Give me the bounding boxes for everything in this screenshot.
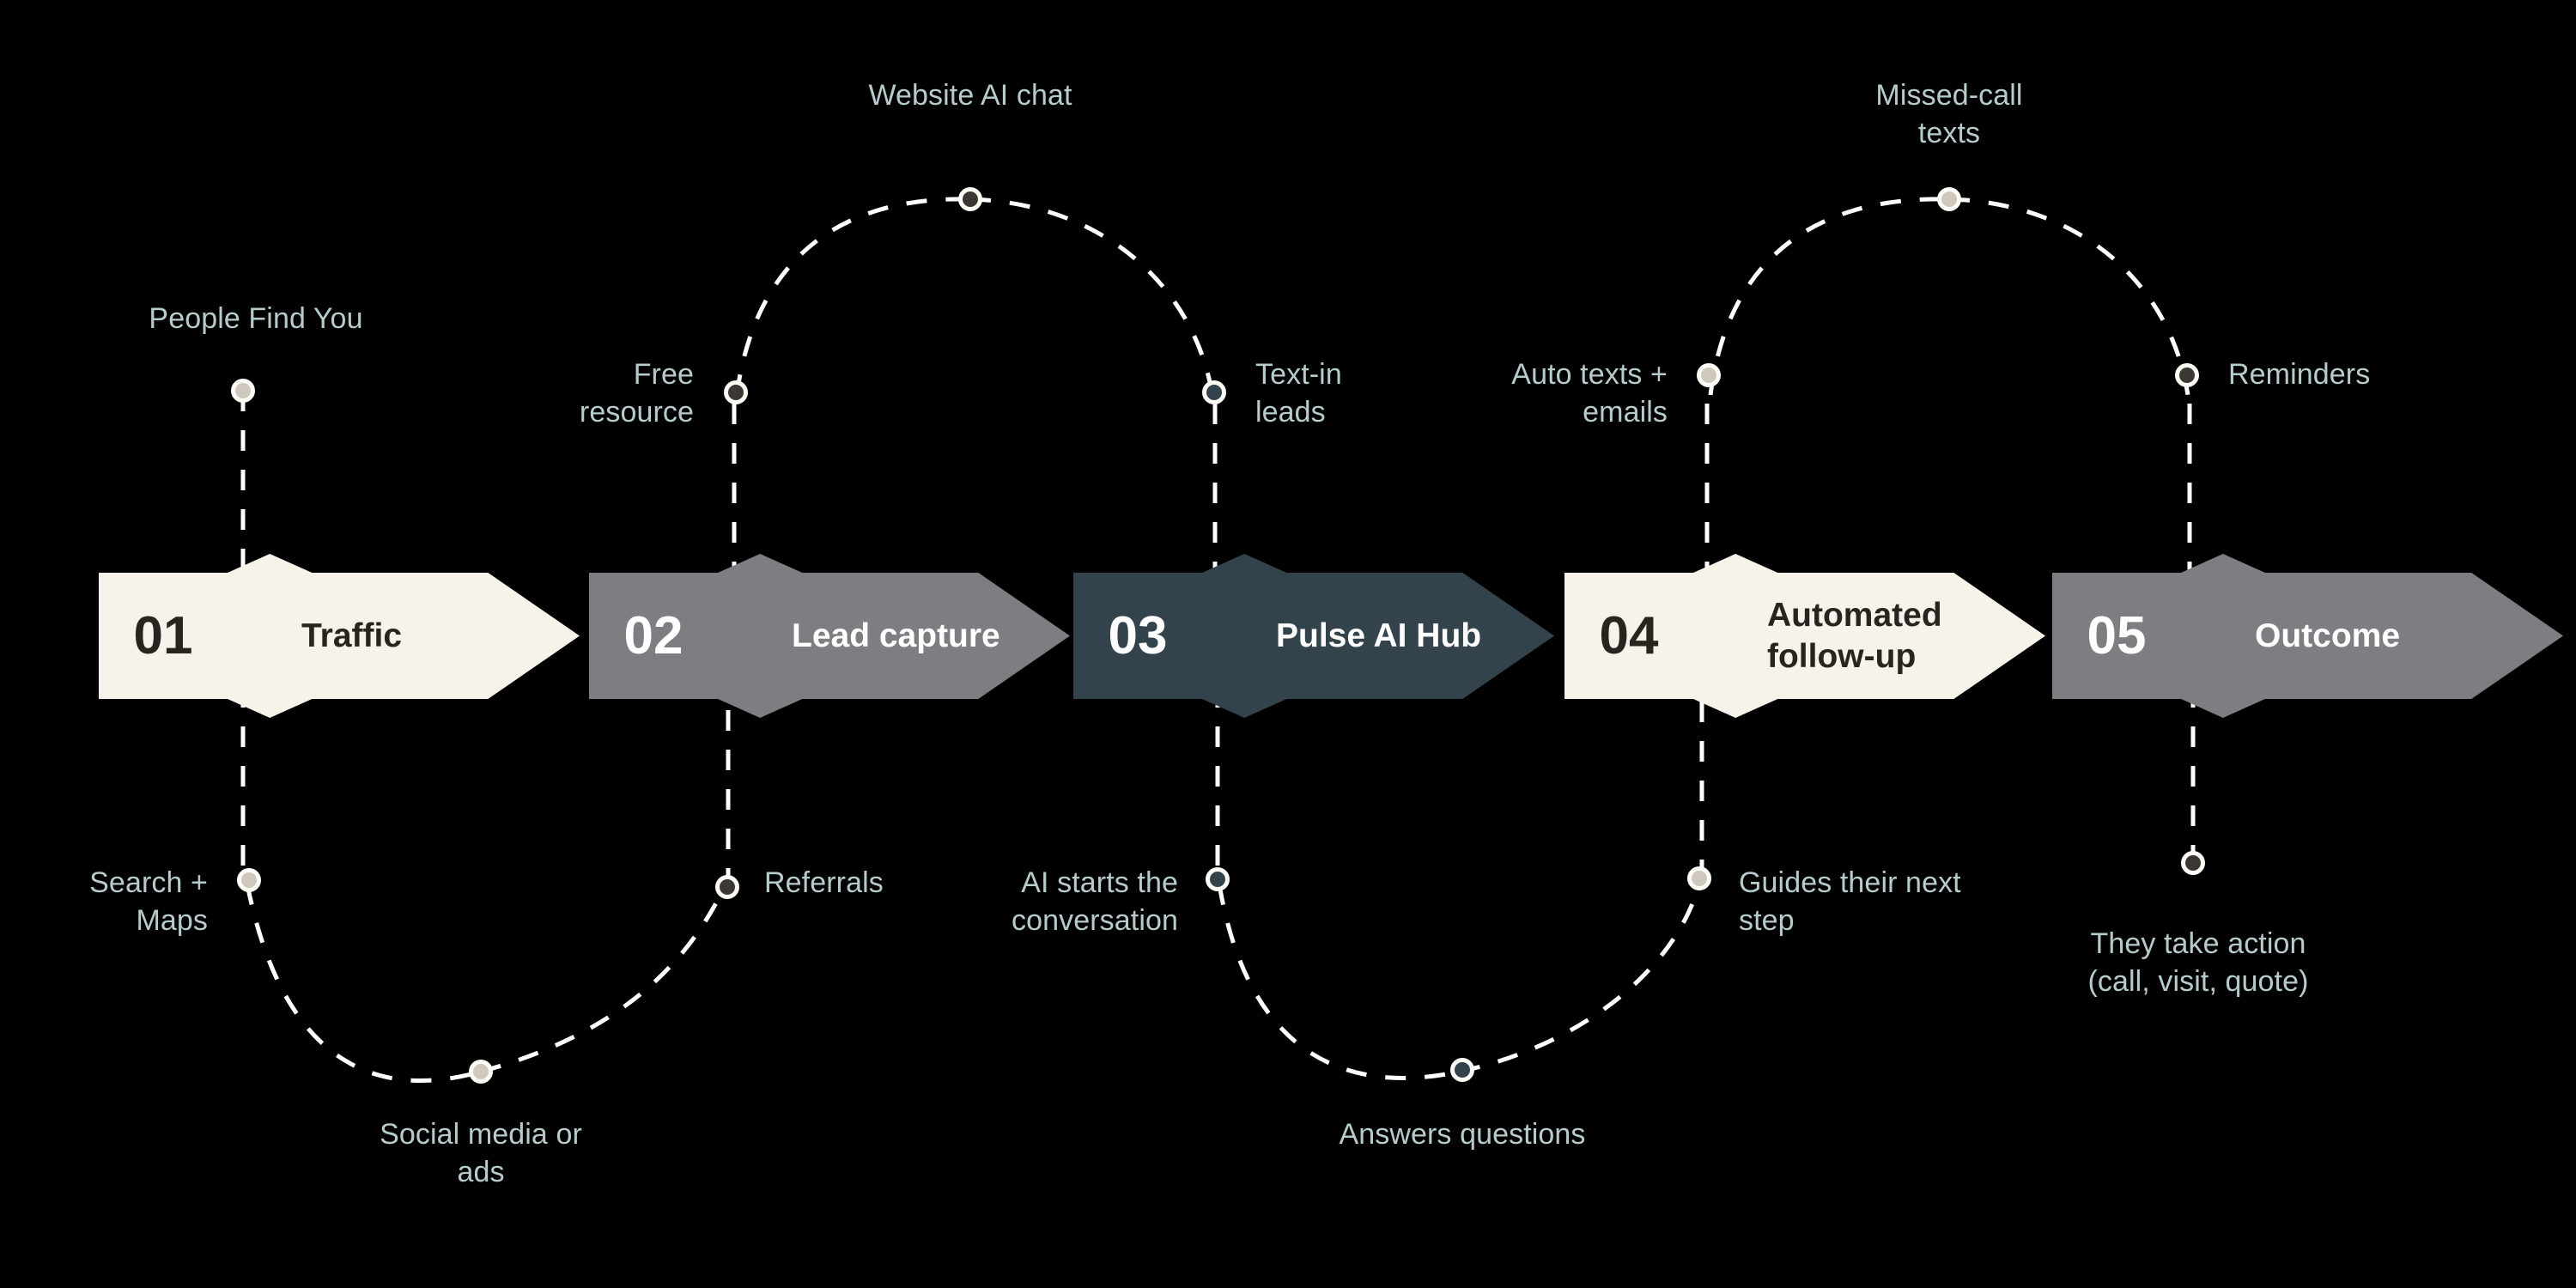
dot-guides-next-step[interactable]	[1687, 866, 1711, 890]
label-missed-call-texts: Missed-call texts	[1875, 79, 2023, 149]
step-arrow-04[interactable]: 04 Automated follow-up	[1564, 554, 2045, 718]
dot-search-maps[interactable]	[237, 868, 261, 892]
step-body-05[interactable]: Outcome	[2181, 554, 2563, 718]
step-arrow-03[interactable]: 03 Pulse AI Hub	[1073, 554, 1554, 718]
step-arrow-05[interactable]: 05 Outcome	[2052, 554, 2563, 718]
step-number-02: 02	[589, 573, 718, 699]
curve-lower-loop-3a	[1217, 884, 1461, 1080]
dot-answers-questions[interactable]	[1450, 1058, 1474, 1082]
step-number-01-text: 01	[133, 606, 193, 665]
label-reminders: Reminders	[2228, 358, 2371, 391]
step-label-04: Automated follow-up	[1767, 596, 1942, 675]
step-label-02: Lead capture	[792, 617, 1000, 654]
step-label-01: Traffic	[301, 617, 403, 654]
step-number-02-text: 02	[623, 606, 683, 665]
dot-free-resource[interactable]	[724, 380, 748, 404]
label-people-find-you: People Find You	[149, 302, 363, 335]
curve-upper-loop-2a	[734, 197, 971, 396]
dot-website-ai-chat[interactable]	[958, 187, 982, 211]
dot-text-in-leads[interactable]	[1202, 380, 1226, 404]
curve-lower-loop-1	[245, 884, 482, 1083]
curve-upper-loop-2b	[969, 197, 1215, 396]
step-arrow-01[interactable]: 01 Traffic	[99, 554, 580, 718]
step-number-05-text: 05	[2087, 606, 2147, 665]
label-search-maps: Search + Maps	[89, 866, 208, 937]
step-label-03: Pulse AI Hub	[1276, 617, 1482, 654]
step-label-05: Outcome	[2255, 617, 2401, 654]
step-body-03[interactable]: Pulse AI Hub	[1202, 554, 1554, 718]
label-ai-starts-conversation: AI starts the conversation	[1012, 866, 1178, 937]
dot-social-media-ads[interactable]	[469, 1060, 493, 1084]
curve-upper-loop-4a	[1708, 197, 1950, 396]
step-body-04[interactable]: Automated follow-up	[1693, 554, 2045, 718]
label-answers-questions: Answers questions	[1339, 1118, 1586, 1151]
step-body-01[interactable]: Traffic	[228, 554, 580, 718]
curve-lower-loop-3b	[1459, 885, 1701, 1074]
label-they-take-action: They take action (call, visit, quote)	[2087, 927, 2309, 998]
step-number-03: 03	[1073, 573, 1202, 699]
dot-auto-texts-emails[interactable]	[1697, 363, 1721, 387]
dot-they-take-action[interactable]	[2181, 851, 2205, 875]
label-free-resource: Free resource	[579, 358, 694, 428]
step-number-01: 01	[99, 573, 228, 699]
dot-referrals[interactable]	[715, 875, 739, 899]
dot-reminders[interactable]	[2175, 363, 2199, 387]
label-referrals: Referrals	[764, 866, 884, 899]
step-number-05: 05	[2052, 573, 2181, 699]
step-number-04-text: 04	[1599, 606, 1659, 665]
step-number-04: 04	[1564, 573, 1693, 699]
dot-missed-call-texts[interactable]	[1937, 187, 1961, 211]
dot-people-find-you[interactable]	[231, 379, 255, 403]
step-number-03-text: 03	[1108, 606, 1168, 665]
step-body-02[interactable]: Lead capture	[718, 554, 1070, 718]
label-auto-texts-emails: Auto texts + emails	[1511, 358, 1668, 428]
dot-ai-starts-conversation[interactable]	[1206, 867, 1230, 891]
label-social-media-ads: Social media or ads	[380, 1118, 582, 1188]
curve-upper-loop-4b	[1948, 197, 2190, 396]
label-website-ai-chat: Website AI chat	[868, 79, 1072, 112]
label-text-in-leads: Text-in leads	[1255, 358, 1342, 428]
curve-lower-loop-1b	[480, 891, 724, 1074]
step-arrow-02[interactable]: 02 Lead capture	[589, 554, 1070, 718]
label-guides-next-step: Guides their next step	[1739, 866, 1961, 937]
